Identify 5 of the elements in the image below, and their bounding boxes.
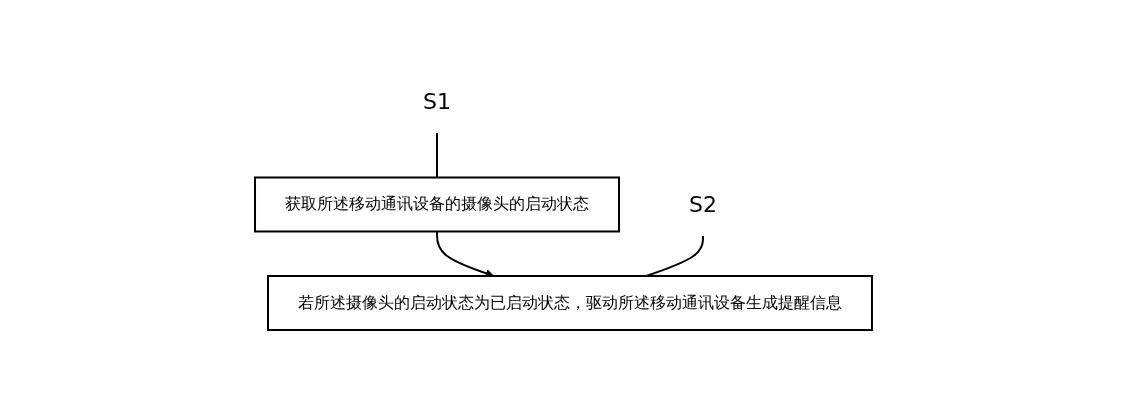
node-text: S2 (688, 191, 717, 217)
node-box: 获取所述移动通讯设备的摄像头的启动状态 (253, 176, 620, 233)
node-box: 若所述摄像头的启动状态为已启动状态，驱动所述移动通讯设备生成提醒信息 (266, 275, 873, 331)
connector (435, 132, 438, 179)
node-text: S1 (422, 89, 451, 114)
